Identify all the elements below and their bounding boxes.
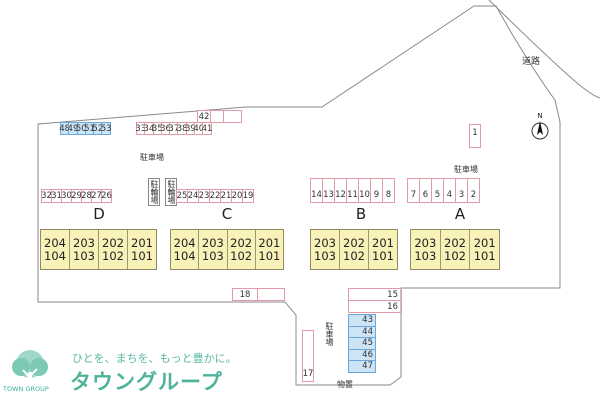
lot-boundary [37, 5, 561, 386]
parking-slot-16: 16 [348, 300, 402, 313]
parking-slot: 53 [100, 122, 112, 135]
bicycle-parking-label-left: 駐輪場 [148, 178, 160, 206]
parking-row-18: 18 [232, 288, 285, 301]
parking-slot-empty [257, 288, 285, 301]
parking-row-mid-left: 32 31 30 29 28 27 26 [41, 189, 112, 203]
building-b-letter: B [355, 205, 367, 223]
parking-slot-empty [210, 110, 224, 123]
storage-label: 物置 [337, 380, 353, 389]
parking-label-bottom: 駐車場 [325, 322, 334, 346]
parking-slot-17: 17 [302, 330, 314, 382]
road-label: 道路 [522, 57, 541, 67]
logo-caption: TOWN GROUP [3, 385, 49, 393]
building-a-letter: A [454, 205, 466, 223]
road-edge [488, 0, 600, 99]
parking-slot: 8 [382, 178, 395, 203]
parking-row-mid-b: 14 13 12 11 10 9 8 [310, 178, 395, 203]
parking-label-top: 駐車場 [140, 153, 164, 162]
parking-slot-empty [223, 110, 242, 123]
parking-row-top-extra: 42 [197, 110, 242, 123]
parking-row-mid-a: 7 6 5 4 3 2 [407, 178, 480, 203]
parking-slot-1: 1 [469, 124, 481, 148]
parking-slot: 2 [467, 178, 480, 203]
parking-label-right: 駐車場 [454, 165, 478, 174]
parking-column-blue: 43 44 45 46 47 [348, 314, 376, 373]
parking-row-top-blue: 48 49 50 51 52 53 [59, 122, 112, 135]
parking-slot: 26 [101, 189, 112, 203]
parking-row-top-pink: 33 34 35 36 37 38 39 40 41 [135, 122, 213, 135]
parking-slot: 6 [419, 178, 432, 203]
north-label: N [537, 112, 542, 120]
parking-slot: 42 [197, 110, 211, 123]
north-arrow-icon: N [531, 112, 549, 140]
parking-slot: 41 [201, 122, 213, 135]
parking-slot: 19 [242, 189, 254, 203]
parking-slot: 47 [348, 360, 376, 373]
parking-row-mid-center: 25 24 23 22 21 20 19 [176, 189, 254, 203]
brand-name: タウングループ [70, 370, 223, 394]
building-d-letter: D [93, 205, 105, 223]
tree-logo-icon [12, 350, 48, 386]
tagline: ひとを、まちを、もっと豊かに。 [72, 352, 237, 365]
parking-slot: 18 [232, 288, 258, 301]
building-c-letter: C [221, 205, 233, 223]
